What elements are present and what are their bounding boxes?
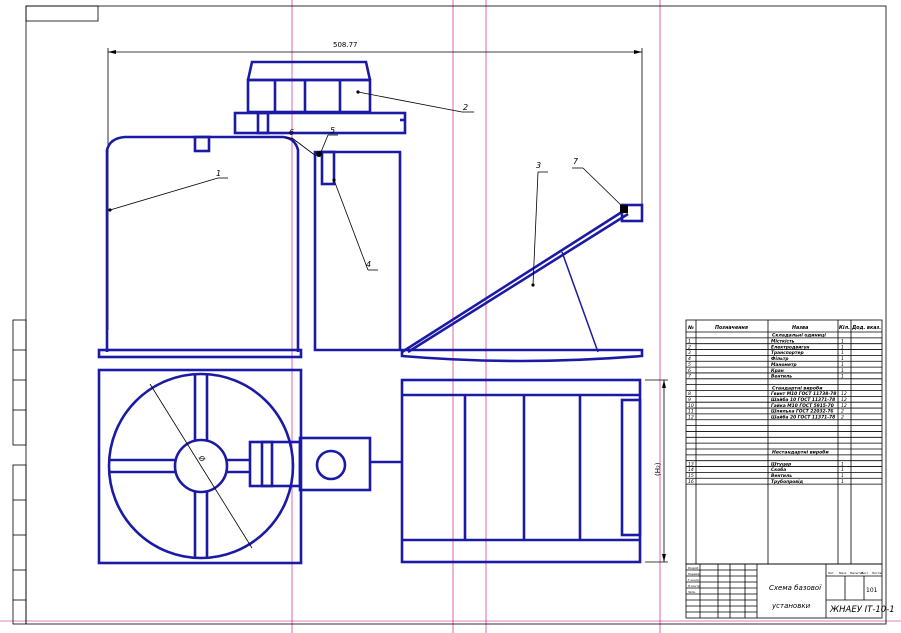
table-row-name: Фільтр [771, 356, 789, 362]
table-row-number: 5 [688, 362, 691, 368]
table-row-name: Шпилька ГОСТ 22032-76 [771, 409, 833, 415]
title-block-label: Затв. [688, 590, 696, 594]
callout-5: 5 [330, 126, 335, 135]
table-row-qty: 1 [841, 362, 844, 368]
table-row-name: Вентиль [771, 374, 792, 380]
leader-lines [108, 90, 625, 287]
table-row-qty: 2 [841, 415, 844, 421]
title-line-2: установки [771, 602, 811, 610]
tank-neck [193, 135, 211, 153]
table-section-label: Нестандартні вироби [772, 449, 830, 456]
diameter-label: Ø [197, 454, 207, 463]
tank-body [105, 135, 300, 352]
callout-4: 4 [366, 260, 371, 269]
callout-7: 7 [573, 157, 579, 166]
title-block-label: Т.контр. [687, 578, 700, 582]
callout-numbers: 1 2 3 4 5 6 7 [216, 103, 579, 269]
callout-1: 1 [216, 169, 221, 178]
callout-2: 2 [463, 103, 468, 112]
table-row-number: 13 [688, 461, 694, 467]
filter [320, 150, 336, 186]
table-row-number: 8 [688, 391, 691, 397]
table-header-4: Дод. вказ. [851, 325, 881, 331]
table-row-qty: 1 [841, 467, 844, 473]
table-row-number: 10 [688, 403, 694, 409]
table-row-name: Шайба 10 ГОСТ 11371-78 [771, 396, 835, 403]
conveyor-top: (H₂) [400, 378, 668, 564]
table-row-number: 11 [688, 409, 694, 415]
table-section-label: Стандартні вироби [772, 384, 823, 391]
table-row-qty: 1 [841, 368, 844, 374]
table-row-qty: 1 [841, 479, 844, 485]
drawing-code: ЖНАЕУ ІТ-10-1 [829, 605, 895, 615]
conveyor [401, 203, 644, 354]
sheet-number: 101 [866, 587, 878, 594]
table-row-qty: 1 [841, 374, 844, 380]
table-row-qty: 1 [841, 473, 844, 479]
title-block-label: Масштаб [850, 571, 864, 575]
top-view: Ø (H₂) [97, 368, 668, 565]
table-row-qty: 1 [841, 350, 844, 356]
table-header-3: Кіл. [839, 325, 850, 331]
table-row-name: Кран [771, 368, 784, 374]
callout-6: 6 [289, 128, 294, 137]
table-row-name: Манометр [771, 362, 797, 368]
table-row-number: 7 [688, 374, 691, 380]
drawing-frame [12, 5, 887, 625]
table-row-name: Електродвигун [771, 344, 809, 350]
base-plate-right [400, 348, 644, 363]
table-row-number: 1 [688, 339, 691, 345]
table-row-qty: 12 [841, 391, 847, 397]
title-block-label: Лист [861, 571, 868, 575]
table-row-name: Вентиль [771, 473, 792, 479]
table-row-number: 9 [688, 397, 691, 403]
table-row-qty: 1 [841, 461, 844, 467]
table-header-0: № [687, 325, 694, 331]
title-block-label: Листів [872, 571, 882, 575]
table-row-name: Гвинт М10 ГОСТ 11738-78 [771, 391, 836, 397]
table-row-number: 4 [688, 356, 691, 362]
table-row-qty: 1 [841, 356, 844, 362]
base-plate-left [97, 348, 303, 359]
table-row-qty: 12 [841, 403, 847, 409]
title-line-1: Схема базової [769, 584, 822, 592]
table-row-name: Місткість [771, 339, 795, 345]
table-header-1: Позначення [715, 325, 748, 331]
title-block-label: Маса [839, 571, 847, 575]
overall-dimension: 508.77 [107, 41, 643, 330]
table-row-number: 14 [688, 467, 694, 473]
table-row-name: Трубопровід [771, 478, 804, 485]
callout-3: 3 [536, 161, 541, 170]
table-row-qty: 2 [841, 409, 844, 415]
table-row-name: Штуцер [771, 461, 791, 467]
table-row-number: 2 [688, 344, 691, 350]
specification-table: № Позначення Назва Кіл.Дод. вказ. Складальні… [685, 319, 883, 565]
table-header-2: Назва [792, 325, 808, 331]
front-view [97, 60, 644, 363]
table-row-qty: 1 [841, 339, 844, 345]
table-row-name: Транспортер [771, 350, 804, 356]
table-row-number: 6 [688, 368, 691, 374]
table-row-name: Гайка М10 ГОСТ 5915-70 [771, 403, 834, 409]
table-row-qty: 12 [841, 397, 847, 403]
table-row-qty: 1 [841, 344, 844, 350]
height-dimension-label: (H₂) [654, 462, 662, 476]
motor-front [246, 60, 372, 114]
motor-top [248, 436, 402, 492]
title-block-label: Розроб. [688, 566, 699, 570]
title-block-label: Лит. [828, 571, 835, 575]
table-row-number: 3 [688, 350, 691, 356]
table-row-number: 15 [688, 473, 694, 479]
table-row-name: Шайба 20 ГОСТ 11371-78 [771, 414, 835, 421]
table-row-number: 12 [688, 415, 694, 421]
table-row-number: 16 [688, 479, 694, 485]
table-row-name: Скоба [771, 466, 786, 473]
title-block-label: Н.контр. [688, 584, 701, 588]
overall-dimension-label: 508.77 [333, 41, 358, 49]
title-block: Розроб. Перевір. Т.контр. Н.контр. Затв. Лит.… [685, 563, 895, 619]
table-section-label: Складальні одиниці [772, 333, 826, 339]
title-block-label: Перевір. [688, 572, 701, 576]
